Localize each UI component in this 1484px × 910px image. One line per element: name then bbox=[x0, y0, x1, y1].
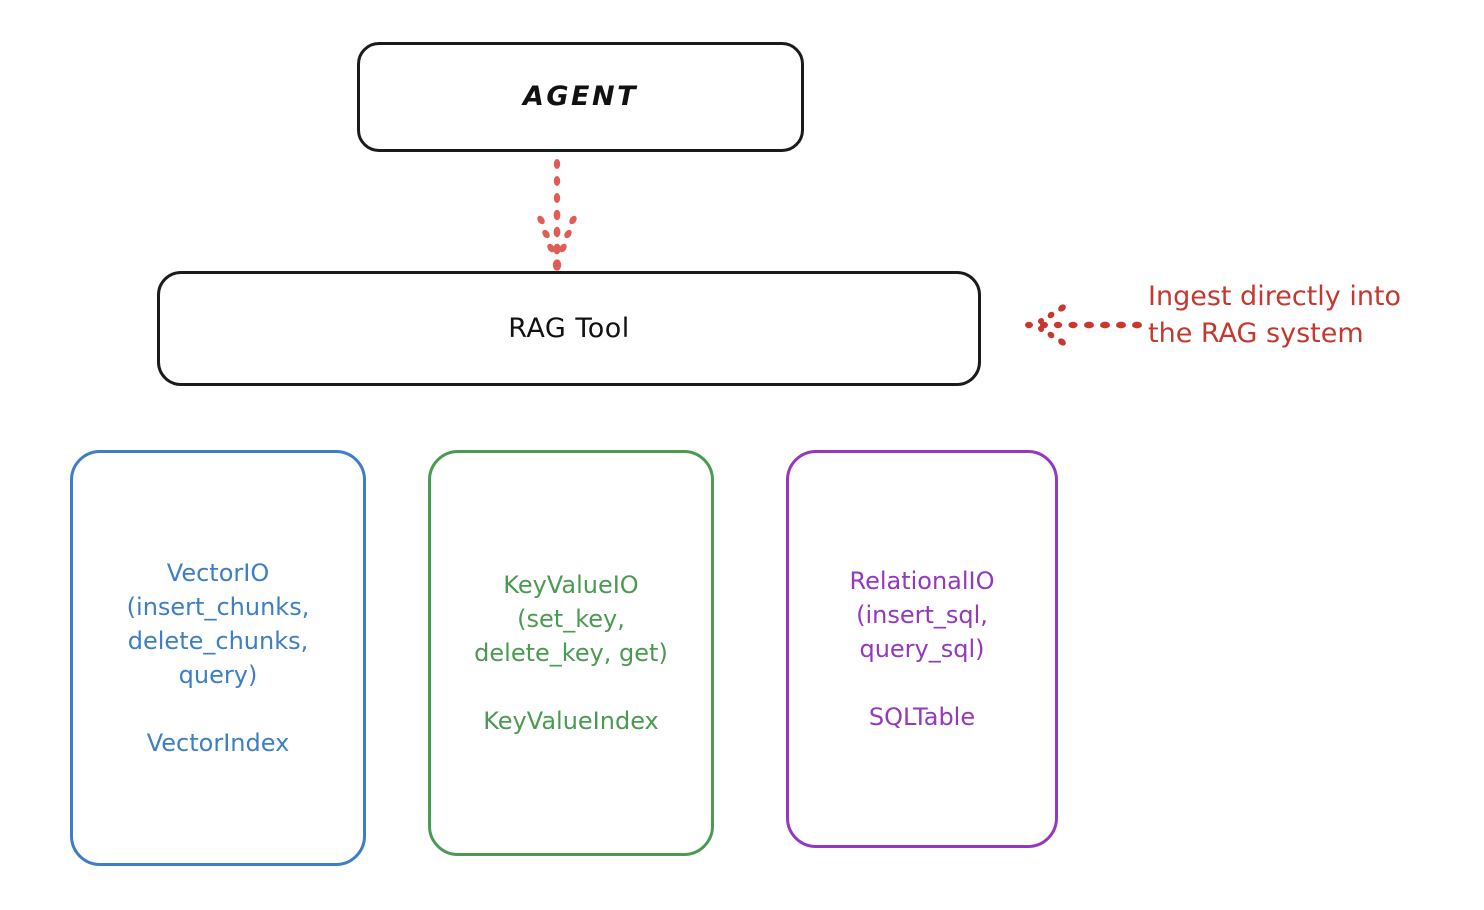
node-relationalio-api: RelationalIO (insert_sql, query_sql) bbox=[849, 566, 995, 663]
node-rag-tool[interactable]: RAG Tool bbox=[157, 271, 981, 386]
node-vectorio-api: VectorIO (insert_chunks, delete_chunks, … bbox=[126, 558, 310, 690]
annotation-ingest: Ingest directly into the RAG system bbox=[1148, 281, 1402, 350]
node-rag-tool-label: RAG Tool bbox=[508, 312, 630, 344]
node-relationalio[interactable]: RelationalIO (insert_sql, query_sql) SQL… bbox=[786, 450, 1058, 848]
node-vectorio[interactable]: VectorIO (insert_chunks, delete_chunks, … bbox=[70, 450, 366, 866]
node-relationalio-index: SQLTable bbox=[868, 703, 976, 732]
node-agent[interactable]: AGENT bbox=[357, 42, 804, 152]
arrow-agent-to-ragtool-icon bbox=[537, 159, 577, 271]
node-agent-label: AGENT bbox=[522, 81, 638, 113]
arrow-ingest-to-ragtool-icon bbox=[1025, 304, 1142, 346]
node-keyvalueio-index: KeyValueIndex bbox=[483, 707, 659, 736]
node-vectorio-index: VectorIndex bbox=[146, 729, 290, 758]
node-keyvalueio-api: KeyValueIO (set_key, delete_key, get) bbox=[474, 570, 668, 667]
node-keyvalueio[interactable]: KeyValueIO (set_key, delete_key, get) Ke… bbox=[428, 450, 714, 856]
